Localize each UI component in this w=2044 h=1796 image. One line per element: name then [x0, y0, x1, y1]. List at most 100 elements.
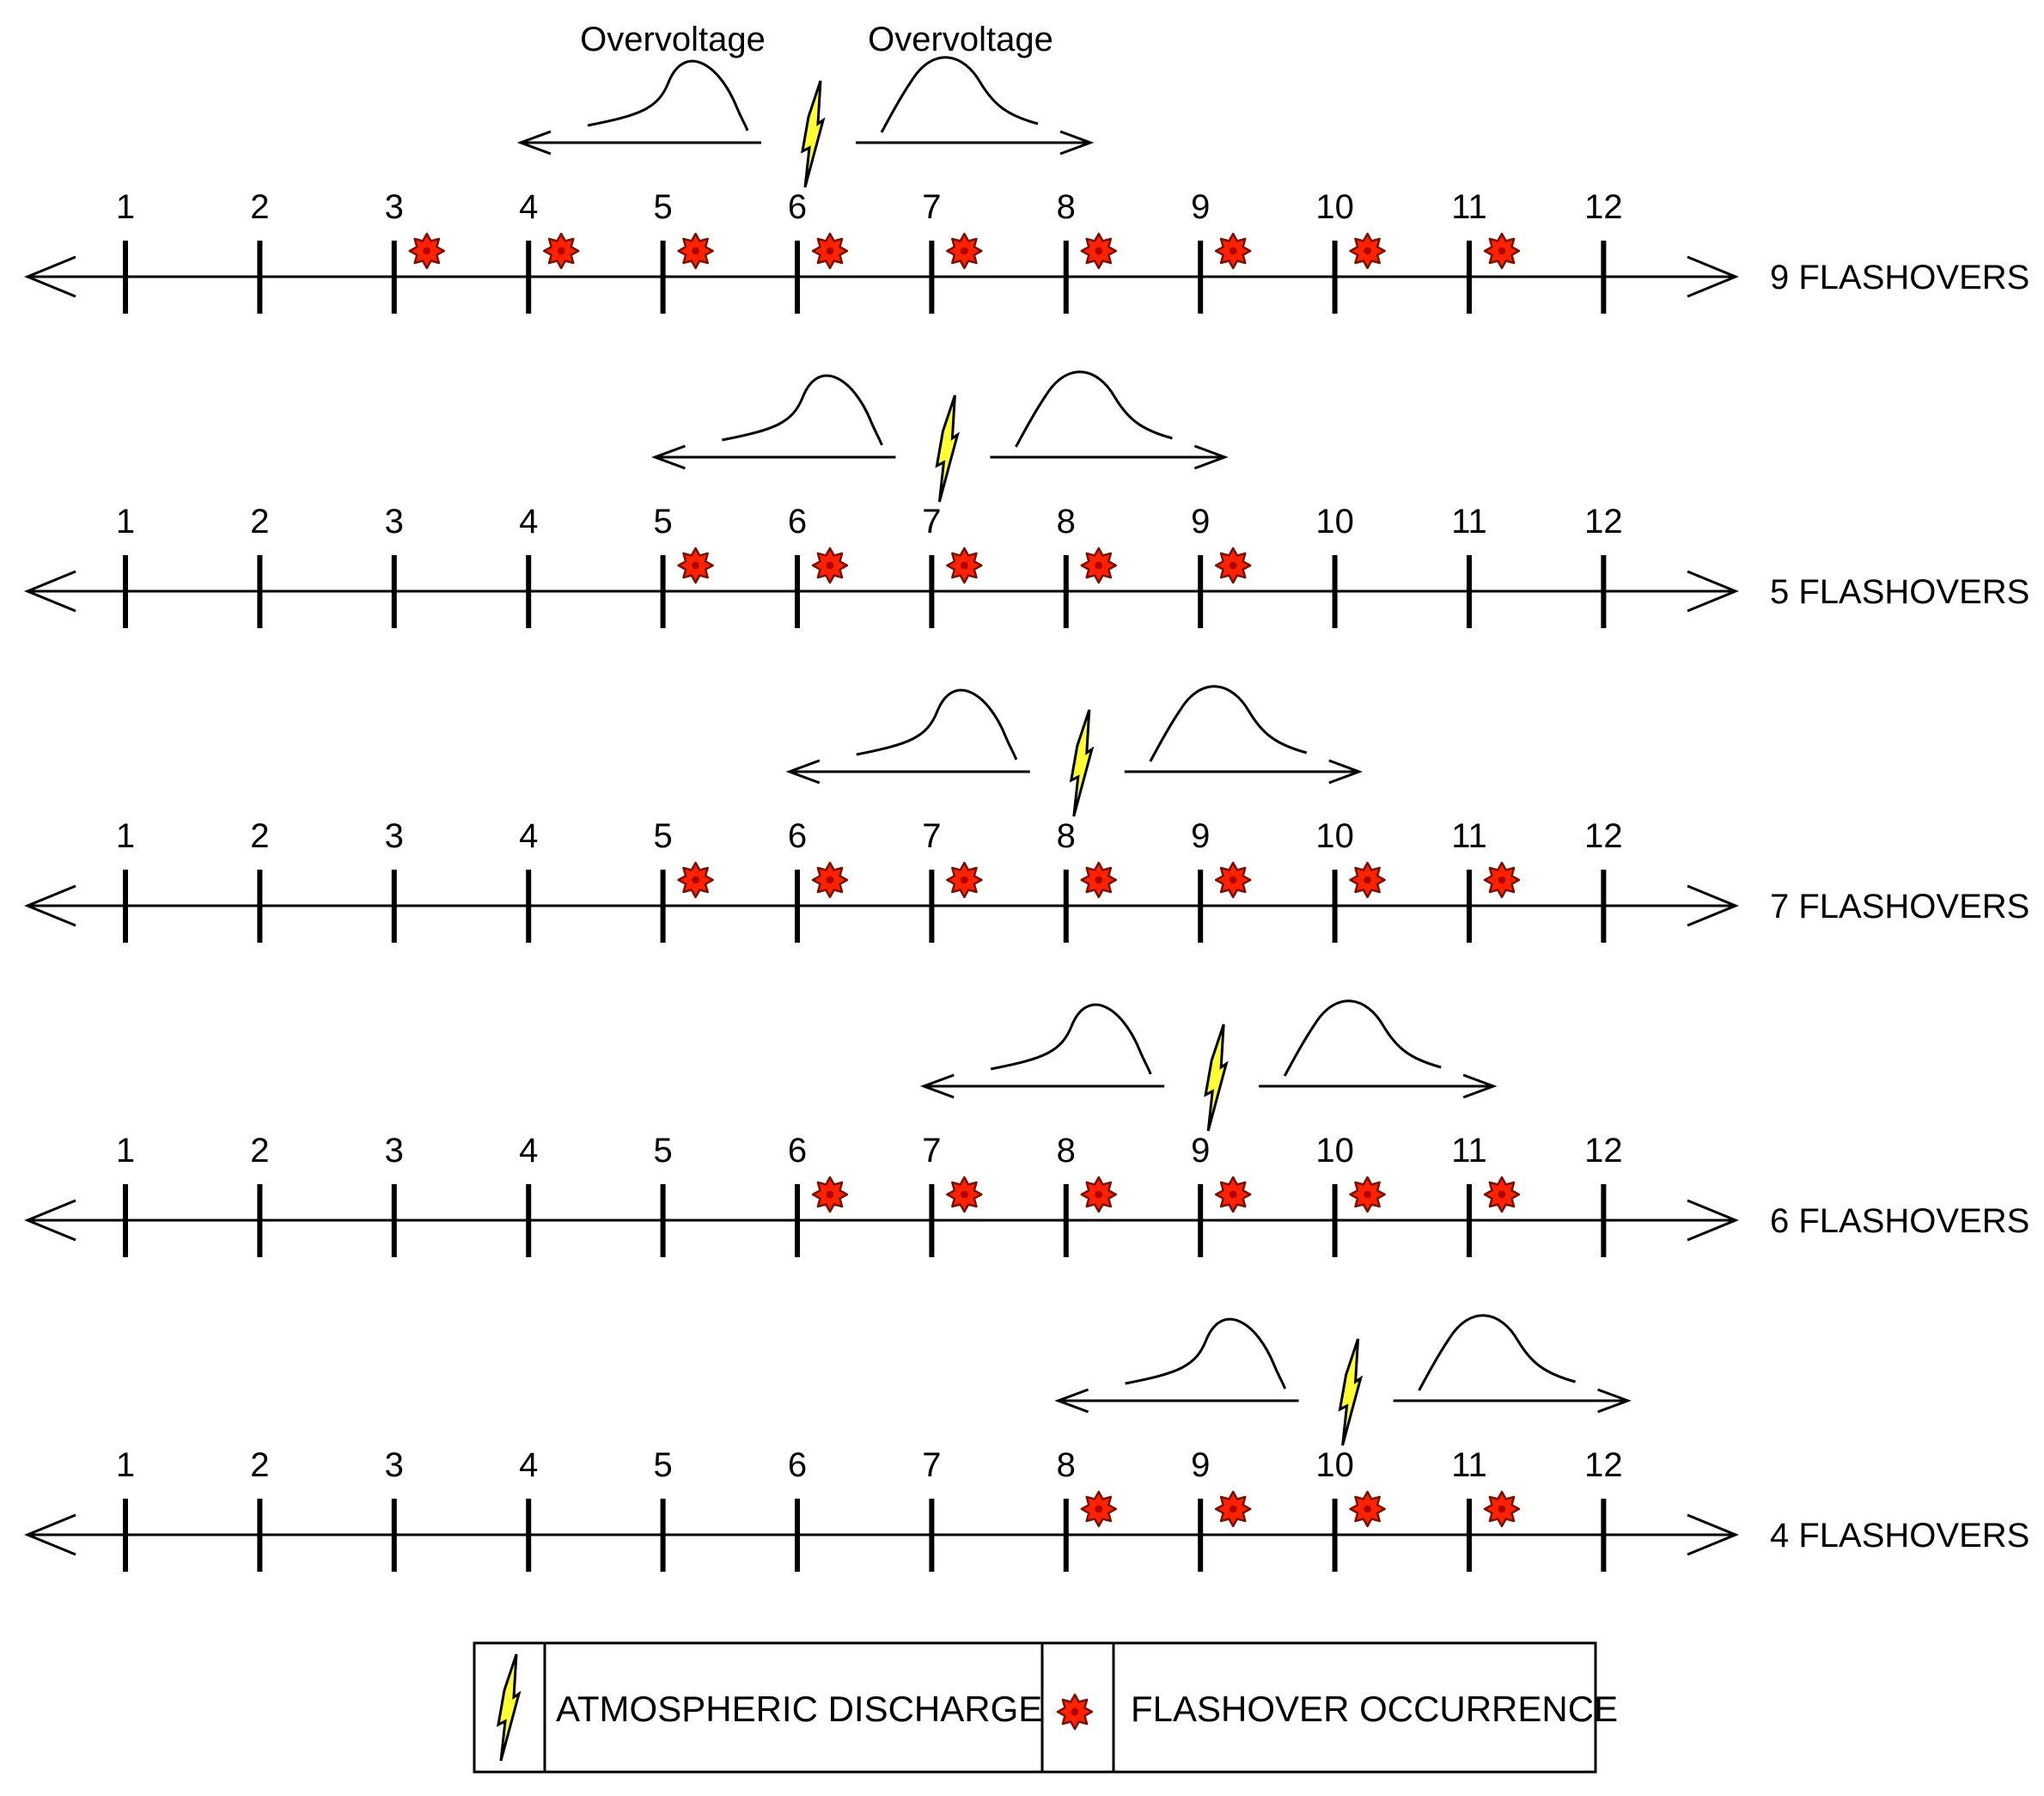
tick-label: 11	[1451, 1132, 1487, 1170]
tick-label: 9	[1191, 1132, 1210, 1170]
tick-label: 11	[1451, 503, 1487, 541]
tick-label: 2	[250, 1132, 269, 1170]
overvoltage-arrowhead-right	[1597, 1388, 1632, 1414]
tick-label: 9	[1191, 503, 1210, 541]
lightning-bolt-icon	[801, 80, 826, 188]
tick-label: 9	[1191, 188, 1210, 226]
overvoltage-arrowhead-left	[1054, 1388, 1089, 1414]
tick-label: 8	[1057, 1446, 1076, 1484]
row-flashover-count: 4 FLASHOVERS	[1770, 1517, 2029, 1555]
overvoltage-arrowhead-left	[516, 130, 552, 156]
lightning-bolt-icon	[1069, 709, 1095, 817]
flashover-star-icon	[1483, 1490, 1521, 1528]
overvoltage-label-right: Overvoltage	[868, 21, 1053, 58]
overvoltage-wave-right	[1418, 1314, 1576, 1391]
flashover-star-icon	[677, 547, 714, 584]
overvoltage-wave-left	[1125, 1317, 1287, 1390]
flashover-star-icon	[946, 232, 983, 270]
tick-label: 11	[1451, 188, 1487, 226]
tick-label: 10	[1315, 188, 1354, 226]
tick-label: 5	[653, 188, 672, 226]
tick-label: 7	[922, 503, 941, 541]
tick-label: 8	[1057, 817, 1076, 855]
axis-arrow-left	[24, 570, 76, 613]
tick-label: 12	[1584, 1446, 1623, 1484]
tick-label: 12	[1584, 188, 1623, 226]
row-flashover-count: 5 FLASHOVERS	[1770, 573, 2029, 611]
overvoltage-wave-right	[1283, 999, 1442, 1077]
flashover-star-icon	[1214, 547, 1252, 584]
overvoltage-wave-left	[856, 688, 1018, 761]
overvoltage-wave-left	[990, 1003, 1152, 1075]
flashover-star-icon	[1349, 232, 1386, 270]
overvoltage-wave-right	[1015, 370, 1173, 448]
overvoltage-wave-right	[880, 56, 1039, 133]
flashover-star-icon	[811, 547, 849, 584]
tick-label: 2	[250, 503, 269, 541]
tick-label: 3	[385, 188, 404, 226]
tick-label: 7	[922, 1446, 941, 1484]
axis-arrow-right	[1687, 570, 1739, 613]
overvoltage-arrowhead-right	[1193, 444, 1229, 470]
axis-arrow-left	[24, 1199, 76, 1242]
flashover-star-icon	[1214, 232, 1252, 270]
overvoltage-arrowhead-right	[1059, 130, 1095, 156]
axis-arrow-right	[1687, 255, 1739, 298]
tick-label: 8	[1057, 188, 1076, 226]
overvoltage-label-left: Overvoltage	[580, 21, 766, 58]
tick-label: 11	[1451, 1446, 1487, 1484]
flashover-star-icon	[1214, 861, 1252, 899]
tick-label: 4	[519, 503, 538, 541]
tick-label: 1	[116, 817, 135, 855]
tick-label: 3	[385, 1132, 404, 1170]
tick-label: 9	[1191, 817, 1210, 855]
row-flashover-count: 9 FLASHOVERS	[1770, 259, 2029, 296]
flashover-star-icon	[811, 232, 849, 270]
tick-label: 10	[1315, 503, 1354, 541]
flashover-star-icon	[542, 232, 580, 270]
tick-label: 5	[653, 503, 672, 541]
flashover-star-icon	[1349, 1490, 1386, 1528]
axis-arrow-right	[1687, 1199, 1739, 1242]
tick-label: 10	[1315, 1446, 1354, 1484]
tick-label: 4	[519, 1446, 538, 1484]
tick-label: 6	[788, 503, 807, 541]
flashover-star-icon	[1483, 1176, 1521, 1213]
overvoltage-arrowhead-left	[785, 759, 821, 785]
tick-label: 8	[1057, 1132, 1076, 1170]
tick-label: 6	[788, 1132, 807, 1170]
flashover-star-icon	[1080, 232, 1118, 270]
tick-label: 2	[250, 1446, 269, 1484]
axis-arrow-left	[24, 884, 76, 927]
overvoltage-arrowhead-left	[919, 1073, 955, 1099]
tick-label: 12	[1584, 817, 1623, 855]
flashover-star-icon	[1080, 1176, 1118, 1213]
flashover-star-icon	[1349, 861, 1386, 899]
overvoltage-wave-left	[587, 59, 749, 131]
flashover-star-icon	[811, 861, 849, 899]
flashover-star-icon	[408, 232, 446, 270]
flashover-star-icon	[1214, 1490, 1252, 1528]
lightning-bolt-icon	[1204, 1023, 1229, 1132]
legend-discharge-label: ATMOSPHERIC DISCHARGE	[556, 1689, 1042, 1729]
flashover-star-icon	[946, 861, 983, 899]
flashover-star-icon	[1214, 1176, 1252, 1213]
flashover-star-icon	[946, 1176, 983, 1213]
axis-arrow-right	[1687, 884, 1739, 927]
overvoltage-arrowhead-right	[1462, 1073, 1498, 1099]
flashover-star-icon	[1056, 1693, 1094, 1731]
legend-box	[473, 1641, 1597, 1774]
flashover-star-icon	[1483, 861, 1521, 899]
flashover-star-icon	[1080, 861, 1118, 899]
tick-label: 4	[519, 1132, 538, 1170]
tick-label: 5	[653, 1132, 672, 1170]
flashover-star-icon	[1056, 1693, 1094, 1731]
overvoltage-wave-right	[1149, 685, 1308, 762]
tick-label: 6	[788, 817, 807, 855]
tick-label: 6	[788, 1446, 807, 1484]
flashover-star-icon	[1349, 1176, 1386, 1213]
